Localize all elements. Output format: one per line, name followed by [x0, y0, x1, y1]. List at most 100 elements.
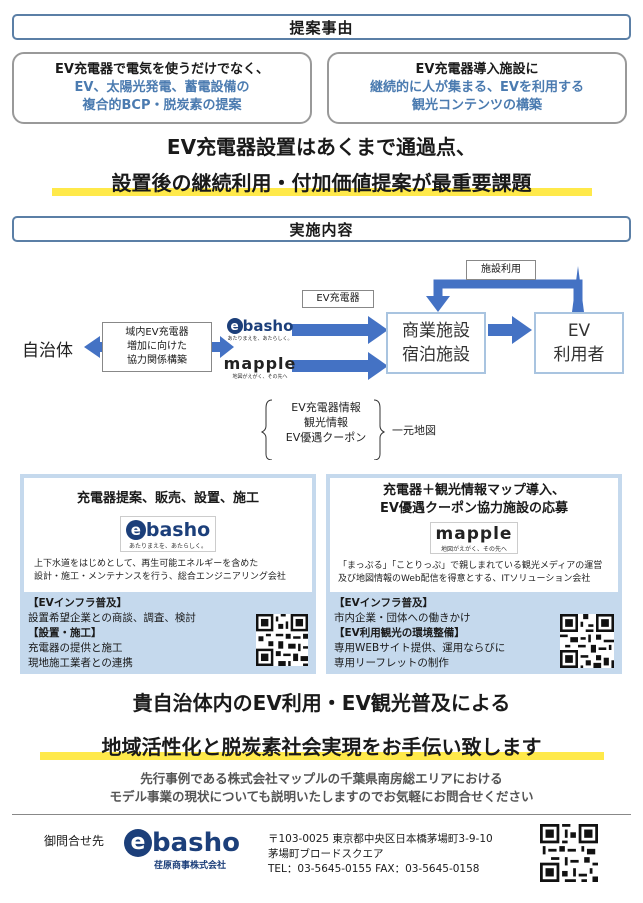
panel-mapple: 充電器＋観光情報マップ導入、 EV優遇クーポン協力施設の応募 mapple 地図…: [326, 474, 622, 674]
ebasho-e-mark-panel: e: [125, 519, 146, 540]
mapple-tagline: 地図がえがく、その先へ: [232, 374, 288, 380]
panel-ebasho-desc2: 設計・施工・メンテナンスを行う、総合エンジニアリング会社: [34, 572, 286, 582]
panel-ebasho-i2a: 充電器の提供と施工: [28, 642, 123, 654]
reason-box-right: EV充電器導入施設に 継続的に人が集まる、EVを利用する 観光コンテンツの構築: [327, 52, 627, 124]
mapple-wordmark: mapple: [223, 354, 297, 373]
panel-mapple-h2: 【EV利用観光の環境整備】: [334, 627, 465, 639]
ebasho-logo-footer: e basho 荏原商事株式会社: [124, 824, 254, 874]
panel-ebasho: 充電器提案、販売、設置、施工 e basho あたりまえを、あたらしく。 上下水…: [20, 474, 316, 674]
ebasho-logo-panel: e basho あたりまえを、あたらしく。: [120, 516, 216, 552]
panel-mapple-title1: 充電器＋観光情報マップ導入、: [382, 483, 565, 498]
arrow-to-logos: [212, 336, 234, 358]
mapple-logo-diagram: mapple 地図がえがく、その先へ: [223, 350, 297, 384]
panel-mapple-desc1: 「まっぷる」「ことりっぷ」で親しまれている観光メディアの運営: [338, 561, 603, 571]
section-header-implementation: 実施内容: [12, 216, 631, 242]
cooperation-line1: 域内EV充電器: [125, 327, 189, 338]
info-bracket-right: [373, 399, 386, 460]
ebasho-e-mark-footer: e: [124, 828, 152, 857]
mapple-wordmark-panel: mapple: [435, 523, 513, 544]
reason-right-line1: EV充電器導入施設に: [415, 62, 539, 77]
ebasho-wordmark: basho: [242, 316, 294, 335]
panel-ebasho-title: 充電器提案、販売、設置、施工: [76, 491, 259, 506]
panel-mapple-desc: 「まっぷる」「ことりっぷ」で親しまれている観光メディアの運営 及び地図情報のWe…: [338, 560, 602, 586]
ev-user-box: EV 利用者: [534, 312, 624, 374]
mapple-tagline-panel: 地図がえがく、その先へ: [440, 545, 507, 553]
ebasho-wordmark-panel: basho: [145, 518, 211, 541]
user-line1: EV: [567, 321, 591, 341]
panel-mapple-i2a: 専用WEBサイト提供、運用ならびに: [334, 642, 506, 654]
ebasho-tagline-panel: あたりまえを、あたらしく。: [128, 542, 207, 550]
contact-details: 〒103-0025 東京都中央区日本橋茅場町3-9-10 茅場町ブロードスクエア…: [268, 832, 493, 877]
headline1-line1: EV充電器設置はあくまで通過点、: [166, 135, 477, 159]
reason-left-line1: EV充電器で電気を使うだけでなく、: [55, 62, 269, 77]
panel-ebasho-h1: 【EVインフラ普及】: [28, 597, 127, 609]
qr-code-ebasho[interactable]: [256, 614, 308, 666]
panel-ebasho-i2b: 現地施工業者との連携: [28, 657, 133, 669]
ev-charger-box: EV充電器: [302, 290, 374, 308]
cooperation-box: 域内EV充電器 増加に向けた 協力関係構築: [102, 322, 212, 372]
facility-line1: 商業施設: [402, 321, 470, 341]
panel-ebasho-i1: 設置希望企業との商談、調査、検討: [28, 612, 196, 624]
panel-ebasho-list: 【EVインフラ普及】 設置希望企業との商談、調査、検討 【設置・施工】 充電器の…: [28, 596, 196, 671]
info-item-charger: EV充電器情報: [291, 401, 361, 414]
panel-mapple-i2b: 専用リーフレットの制作: [334, 657, 449, 669]
user-line2: 利用者: [553, 345, 605, 365]
reason-left-line2: EV、太陽光発電、蓄電設備の: [74, 80, 250, 95]
reason-box-left: EV充電器で電気を使うだけでなく、 EV、太陽光発電、蓄電設備の 複合的BCP・…: [12, 52, 312, 124]
contact-address1: 〒103-0025 東京都中央区日本橋茅場町3-9-10: [268, 833, 493, 845]
note-line2: モデル事業の現状についても説明いたしますのでお気軽にお問合せください: [109, 789, 534, 804]
panel-ebasho-desc: 上下水道をはじめとして、再生可能エネルギーを含めた 設計・施工・メンテナンスを行…: [34, 558, 286, 584]
unified-map-label: 一元地図: [392, 424, 436, 437]
reason-left-line3: 複合的BCP・脱炭素の提案: [82, 98, 242, 113]
ebasho-e-mark: e: [226, 317, 243, 334]
ev-charger-label: EV充電器: [316, 293, 360, 304]
headline2-highlight: [40, 752, 604, 760]
section-header-reason: 提案事由: [12, 14, 631, 40]
flow-diagram-arrows: [84, 266, 584, 460]
panel-mapple-i1: 市内企業・団体への働きかけ: [334, 612, 471, 624]
info-bracket-left: [260, 399, 273, 460]
ebasho-tagline: あたりまえを、あたらしく。: [227, 335, 293, 342]
facility-box: 商業施設 宿泊施設: [386, 312, 486, 374]
arrow-facility-use-loop: [433, 279, 583, 310]
reason-right-line3: 観光コンテンツの構築: [411, 98, 542, 113]
info-item-coupon: EV優遇クーポン: [285, 431, 367, 444]
panel-mapple-h1: 【EVインフラ普及】: [334, 597, 433, 609]
section-title-reason: 提案事由: [289, 18, 354, 37]
section-title-implementation: 実施内容: [289, 220, 354, 239]
qr-code-mapple[interactable]: [560, 614, 614, 668]
contact-address2: 茅場町ブロードスクエア: [268, 848, 384, 860]
headline2-line2: 地域活性化と脱炭素社会実現をお手伝い致します: [101, 735, 542, 759]
note-line1: 先行事例である株式会社マップルの千葉県南房総エリアにおける: [140, 771, 503, 786]
reason-right-line2: 継続的に人が集まる、EVを利用する: [370, 80, 584, 95]
arrow-info-map: [292, 352, 388, 380]
headline2-line1: 貴自治体内のEV利用・EV観光普及による: [132, 691, 511, 715]
contact-label: 御問合せ先: [44, 834, 105, 848]
arrow-to-municipality: [84, 336, 112, 358]
arrow-loop-head-up: [572, 266, 584, 312]
contact-phone: TEL：03-5645-0155 FAX：03-5645-0158: [268, 863, 480, 875]
panel-mapple-list: 【EVインフラ普及】 市内企業・団体への働きかけ 【EV利用観光の環境整備】 専…: [334, 596, 505, 671]
arrow-loop-head-down: [426, 296, 450, 312]
ebasho-logo-diagram: e basho あたりまえを、あたらしく。: [226, 312, 294, 346]
panel-ebasho-h2: 【設置・施工】: [28, 627, 102, 639]
facility-use-box: 施設利用: [466, 260, 536, 280]
panel-ebasho-desc1: 上下水道をはじめとして、再生可能エネルギーを含めた: [34, 559, 259, 569]
facility-line2: 宿泊施設: [402, 345, 470, 365]
panel-mapple-title2: EV優遇クーポン協力施設の応募: [380, 501, 568, 516]
arrow-to-user: [488, 316, 532, 344]
cooperation-line3: 協力関係構築: [127, 355, 187, 366]
municipality-label: 自治体: [22, 341, 73, 361]
headline1-highlight: [52, 188, 592, 196]
facility-use-label: 施設利用: [481, 264, 521, 275]
arrow-ev-charger: [292, 316, 388, 344]
headline1-line2: 設置後の継続利用・付加価値提案が最重要課題: [111, 171, 532, 195]
info-list: EV充電器情報 観光情報 EV優遇クーポン: [276, 400, 376, 445]
ebasho-wordmark-footer: basho: [152, 827, 241, 858]
cooperation-line2: 増加に向けた: [127, 341, 187, 352]
panel-mapple-desc2: 及び地図情報のWeb配信を得意とする、ITソリューション会社: [338, 574, 591, 584]
info-item-tourism: 観光情報: [304, 416, 348, 429]
footer-divider: [12, 814, 631, 815]
qr-code-contact[interactable]: [540, 824, 598, 882]
mapple-logo-panel: mapple 地図がえがく、その先へ: [430, 522, 518, 554]
